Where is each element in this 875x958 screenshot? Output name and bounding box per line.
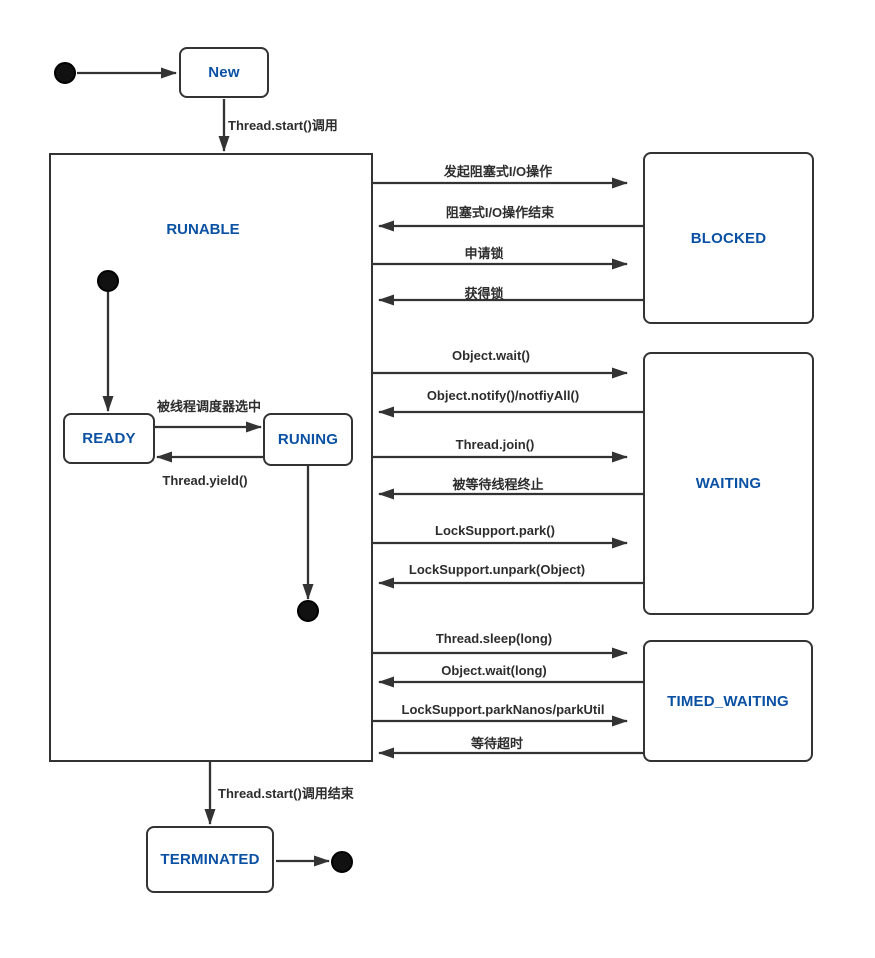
edge-label-thread-start: Thread.start()调用 (228, 118, 338, 133)
initial-state-dot (54, 62, 76, 84)
state-label-waiting: WAITING (695, 475, 762, 492)
edge-label-thread-join: Thread.join() (455, 437, 535, 452)
edge-label-thread-start-end: Thread.start()调用结束 (218, 786, 354, 801)
edge-label-locksupport-parknanos: LockSupport.parkNanos/parkUtil (401, 702, 605, 717)
edge-label-io-block-start: 发起阻塞式I/O操作 (443, 164, 553, 179)
final-state-dot (331, 851, 353, 873)
state-box-blocked: BLOCKED (643, 152, 814, 324)
edge-label-locksupport-unpark: LockSupport.unpark(Object) (408, 562, 586, 577)
state-box-running: RUNING (263, 413, 353, 466)
edge-label-locksupport-park: LockSupport.park() (435, 523, 555, 538)
state-label-new: New (208, 64, 240, 81)
edge-label-wait-timeout: 等待超时 (470, 736, 524, 751)
state-box-ready: READY (63, 413, 155, 464)
edge-label-scheduler-select: 被线程调度器选中 (156, 399, 262, 414)
edge-label-object-notify: Object.notify()/notfiyAll() (426, 388, 580, 403)
edge-label-thread-yield: Thread.yield() (162, 473, 248, 488)
state-label-timed-waiting: TIMED_WAITING (667, 692, 789, 710)
inner-final-state-dot (297, 600, 319, 622)
state-box-timed-waiting: TIMED_WAITING (643, 640, 813, 762)
edge-label-thread-sleep: Thread.sleep(long) (435, 631, 553, 646)
state-label-runnable: RUNABLE (166, 221, 240, 238)
state-label-terminated: TERMINATED (160, 851, 260, 868)
state-label-blocked: BLOCKED (690, 229, 767, 247)
state-label-ready: READY (82, 430, 136, 447)
edge-label-waited-thread-end: 被等待线程终止 (452, 477, 544, 492)
state-box-terminated: TERMINATED (146, 826, 274, 893)
edge-label-object-wait: Object.wait() (451, 348, 531, 363)
edge-label-lock-acquired: 获得锁 (464, 286, 504, 301)
edge-label-object-wait-long: Object.wait(long) (441, 663, 547, 678)
inner-initial-state-dot (97, 270, 119, 292)
edge-label-lock-request: 申请锁 (464, 246, 504, 261)
state-box-runnable-frame (49, 153, 373, 762)
state-label-running: RUNING (277, 431, 339, 448)
edge-label-io-block-end: 阻塞式I/O操作结束 (445, 205, 555, 220)
state-box-new: New (179, 47, 269, 98)
state-box-waiting: WAITING (643, 352, 814, 615)
